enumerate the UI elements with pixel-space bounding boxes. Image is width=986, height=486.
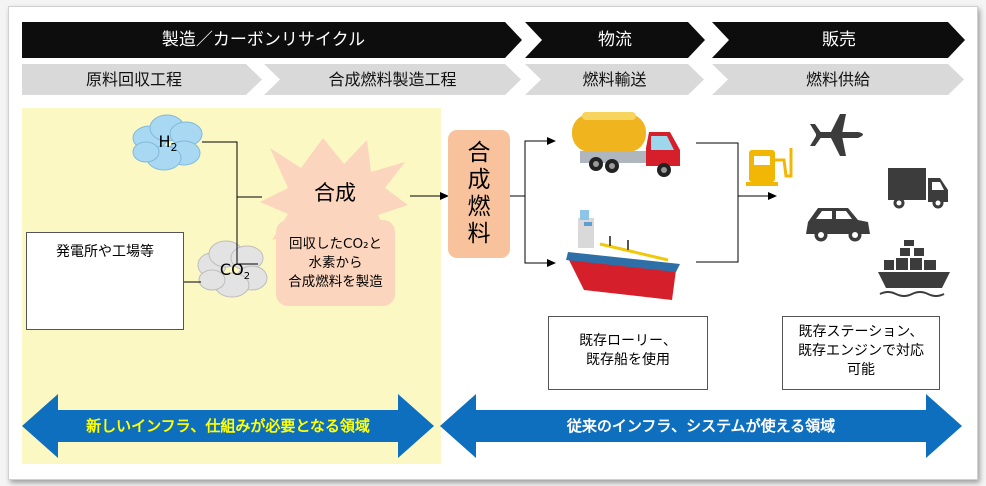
synthesis-note-line-2: 水素から — [308, 255, 363, 271]
supply-note: 既存ステーション、 既存エンジンで対応 可能 — [782, 323, 940, 380]
source-label: 発電所や工場等 — [56, 244, 154, 260]
subheader-fuel-transport: 燃料輸送 — [582, 70, 647, 89]
synthetic-fuel-char-2: 成 — [467, 167, 491, 193]
synthesis-label: 合成 — [314, 181, 356, 205]
cargo-ship-icon — [878, 240, 950, 297]
new-infrastructure-band — [22, 394, 434, 458]
subheader-synthetic-fuel-production: 合成燃料製造工程 — [328, 70, 457, 89]
header-logistics: 物流 — [598, 30, 632, 50]
subheader-recovery-shape — [22, 64, 262, 95]
synthetic-fuel-char-4: 料 — [467, 221, 491, 247]
fuel-pump-icon — [746, 148, 793, 186]
subheader-supply-shape — [712, 64, 964, 95]
supply-note-line-1: 既存ステーション、 — [798, 324, 924, 340]
connector-lines — [184, 141, 262, 283]
fork-arrow-upper-head — [547, 137, 556, 145]
subheader-fuel-supply: 燃料供給 — [805, 70, 870, 89]
synthesis-note-line-1: 回収したCO₂と — [289, 236, 382, 252]
subheader-transport-shape — [525, 64, 704, 95]
h2-label: H2 — [148, 132, 188, 158]
tanker-ship-icon — [566, 210, 680, 300]
arrow-to-fuel-head — [440, 192, 449, 200]
supply-note-line-3: 可能 — [847, 362, 875, 378]
header-manufacturing-shape — [22, 22, 522, 58]
supply-merge-lines — [696, 142, 768, 263]
transport-fork-lines — [510, 140, 548, 264]
synthetic-fuel-char-1: 合 — [467, 140, 491, 166]
header-sales-shape — [712, 22, 965, 58]
subheader-raw-material-recovery: 原料回収工程 — [85, 70, 182, 89]
header-manufacturing-recycling: 製造／カーボンリサイクル — [161, 30, 366, 50]
transport-note-line-2: 既存船を使用 — [586, 352, 670, 368]
h2-subscript: 2 — [170, 141, 178, 155]
header-sales: 販売 — [822, 30, 856, 50]
synthetic-fuel-box — [448, 130, 510, 258]
transport-note-box — [548, 316, 708, 390]
fork-arrow-lower-head — [547, 259, 556, 267]
synthetic-fuel-char-3: 燃 — [467, 194, 491, 220]
header-logistics-shape — [525, 22, 705, 58]
arrow-to-supply-head — [768, 192, 777, 200]
co2-label: CO2 — [210, 260, 260, 287]
car-icon — [806, 208, 870, 242]
new-infrastructure-band-label: 新しいインフラ、仕組みが必要となる領域 — [86, 417, 370, 435]
tank-truck-icon — [572, 112, 680, 177]
source-box — [26, 232, 184, 330]
supply-note-box — [782, 316, 940, 390]
transport-note-line-1: 既存ローリー、 — [579, 333, 677, 349]
synthesis-note: 回収したCO₂と 水素から 合成燃料を製造 — [276, 235, 395, 292]
synthesis-note-line-3: 合成燃料を製造 — [288, 274, 383, 290]
supply-note-line-2: 既存エンジンで対応 — [798, 343, 924, 359]
airplane-icon — [810, 114, 863, 156]
truck-icon — [888, 168, 948, 209]
co2-subscript: 2 — [243, 271, 251, 283]
h2-cloud — [132, 114, 203, 171]
existing-infrastructure-band — [440, 394, 962, 458]
co2-text: CO — [219, 260, 244, 279]
synthesis-note-box — [276, 220, 395, 306]
subheader-production-shape — [264, 64, 521, 95]
h2-text: H — [158, 132, 171, 151]
existing-infrastructure-band-label: 従来のインフラ、システムが使える領域 — [566, 417, 836, 435]
transport-note: 既存ローリー、 既存船を使用 — [548, 332, 708, 370]
synthetic-fuel-label: 合 成 燃 料 — [448, 140, 510, 248]
